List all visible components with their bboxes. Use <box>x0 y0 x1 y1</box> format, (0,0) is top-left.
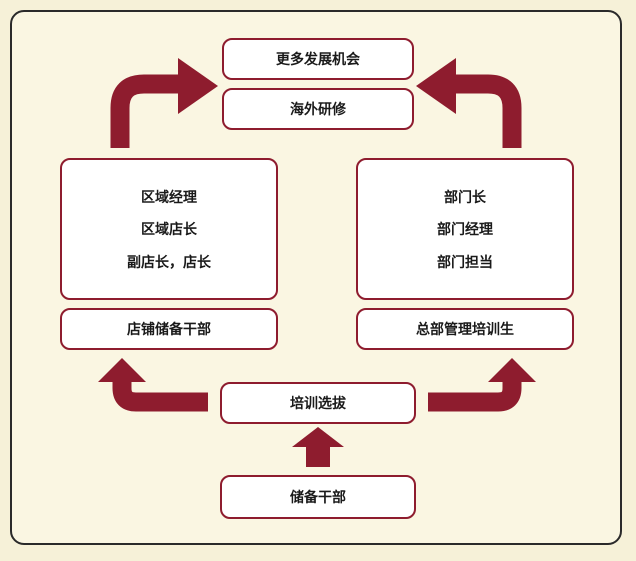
node-label: 培训选拔 <box>290 396 346 412</box>
node-label: 总部管理培训生 <box>416 322 514 338</box>
node-label: 更多发展机会 <box>276 52 360 68</box>
arrow-reserve-to-training <box>292 427 344 467</box>
node-more-opportunities: 更多发展机会 <box>222 38 414 80</box>
node-reserve-cadre: 储备干部 <box>220 475 416 519</box>
role-regional-store-manager: 区域店长 <box>141 222 197 238</box>
arrow-left-to-overseas <box>110 58 218 148</box>
role-regional-manager: 区域经理 <box>141 189 197 206</box>
node-label: 储备干部 <box>290 490 346 506</box>
node-hq-management-trainee: 总部管理培训生 <box>356 308 574 350</box>
node-right-roles: 部门长 部门经理 部门担当 <box>356 158 574 300</box>
arrow-training-to-hq <box>428 358 536 412</box>
arrow-training-to-store <box>98 358 208 412</box>
role-department-manager: 部门经理 <box>437 222 493 238</box>
node-label: 店铺储备干部 <box>127 322 211 338</box>
node-store-reserve-cadre: 店铺储备干部 <box>60 308 278 350</box>
node-label: 海外研修 <box>290 102 346 118</box>
node-training-selection: 培训选拔 <box>220 382 416 424</box>
arrow-right-to-overseas <box>416 58 522 148</box>
node-overseas-training: 海外研修 <box>222 88 414 130</box>
role-deputy-store-manager: 副店长，店长 <box>127 254 211 271</box>
role-department-staff: 部门担当 <box>437 254 493 271</box>
node-left-roles: 区域经理 区域店长 副店长，店长 <box>60 158 278 300</box>
role-department-head: 部门长 <box>444 189 486 206</box>
